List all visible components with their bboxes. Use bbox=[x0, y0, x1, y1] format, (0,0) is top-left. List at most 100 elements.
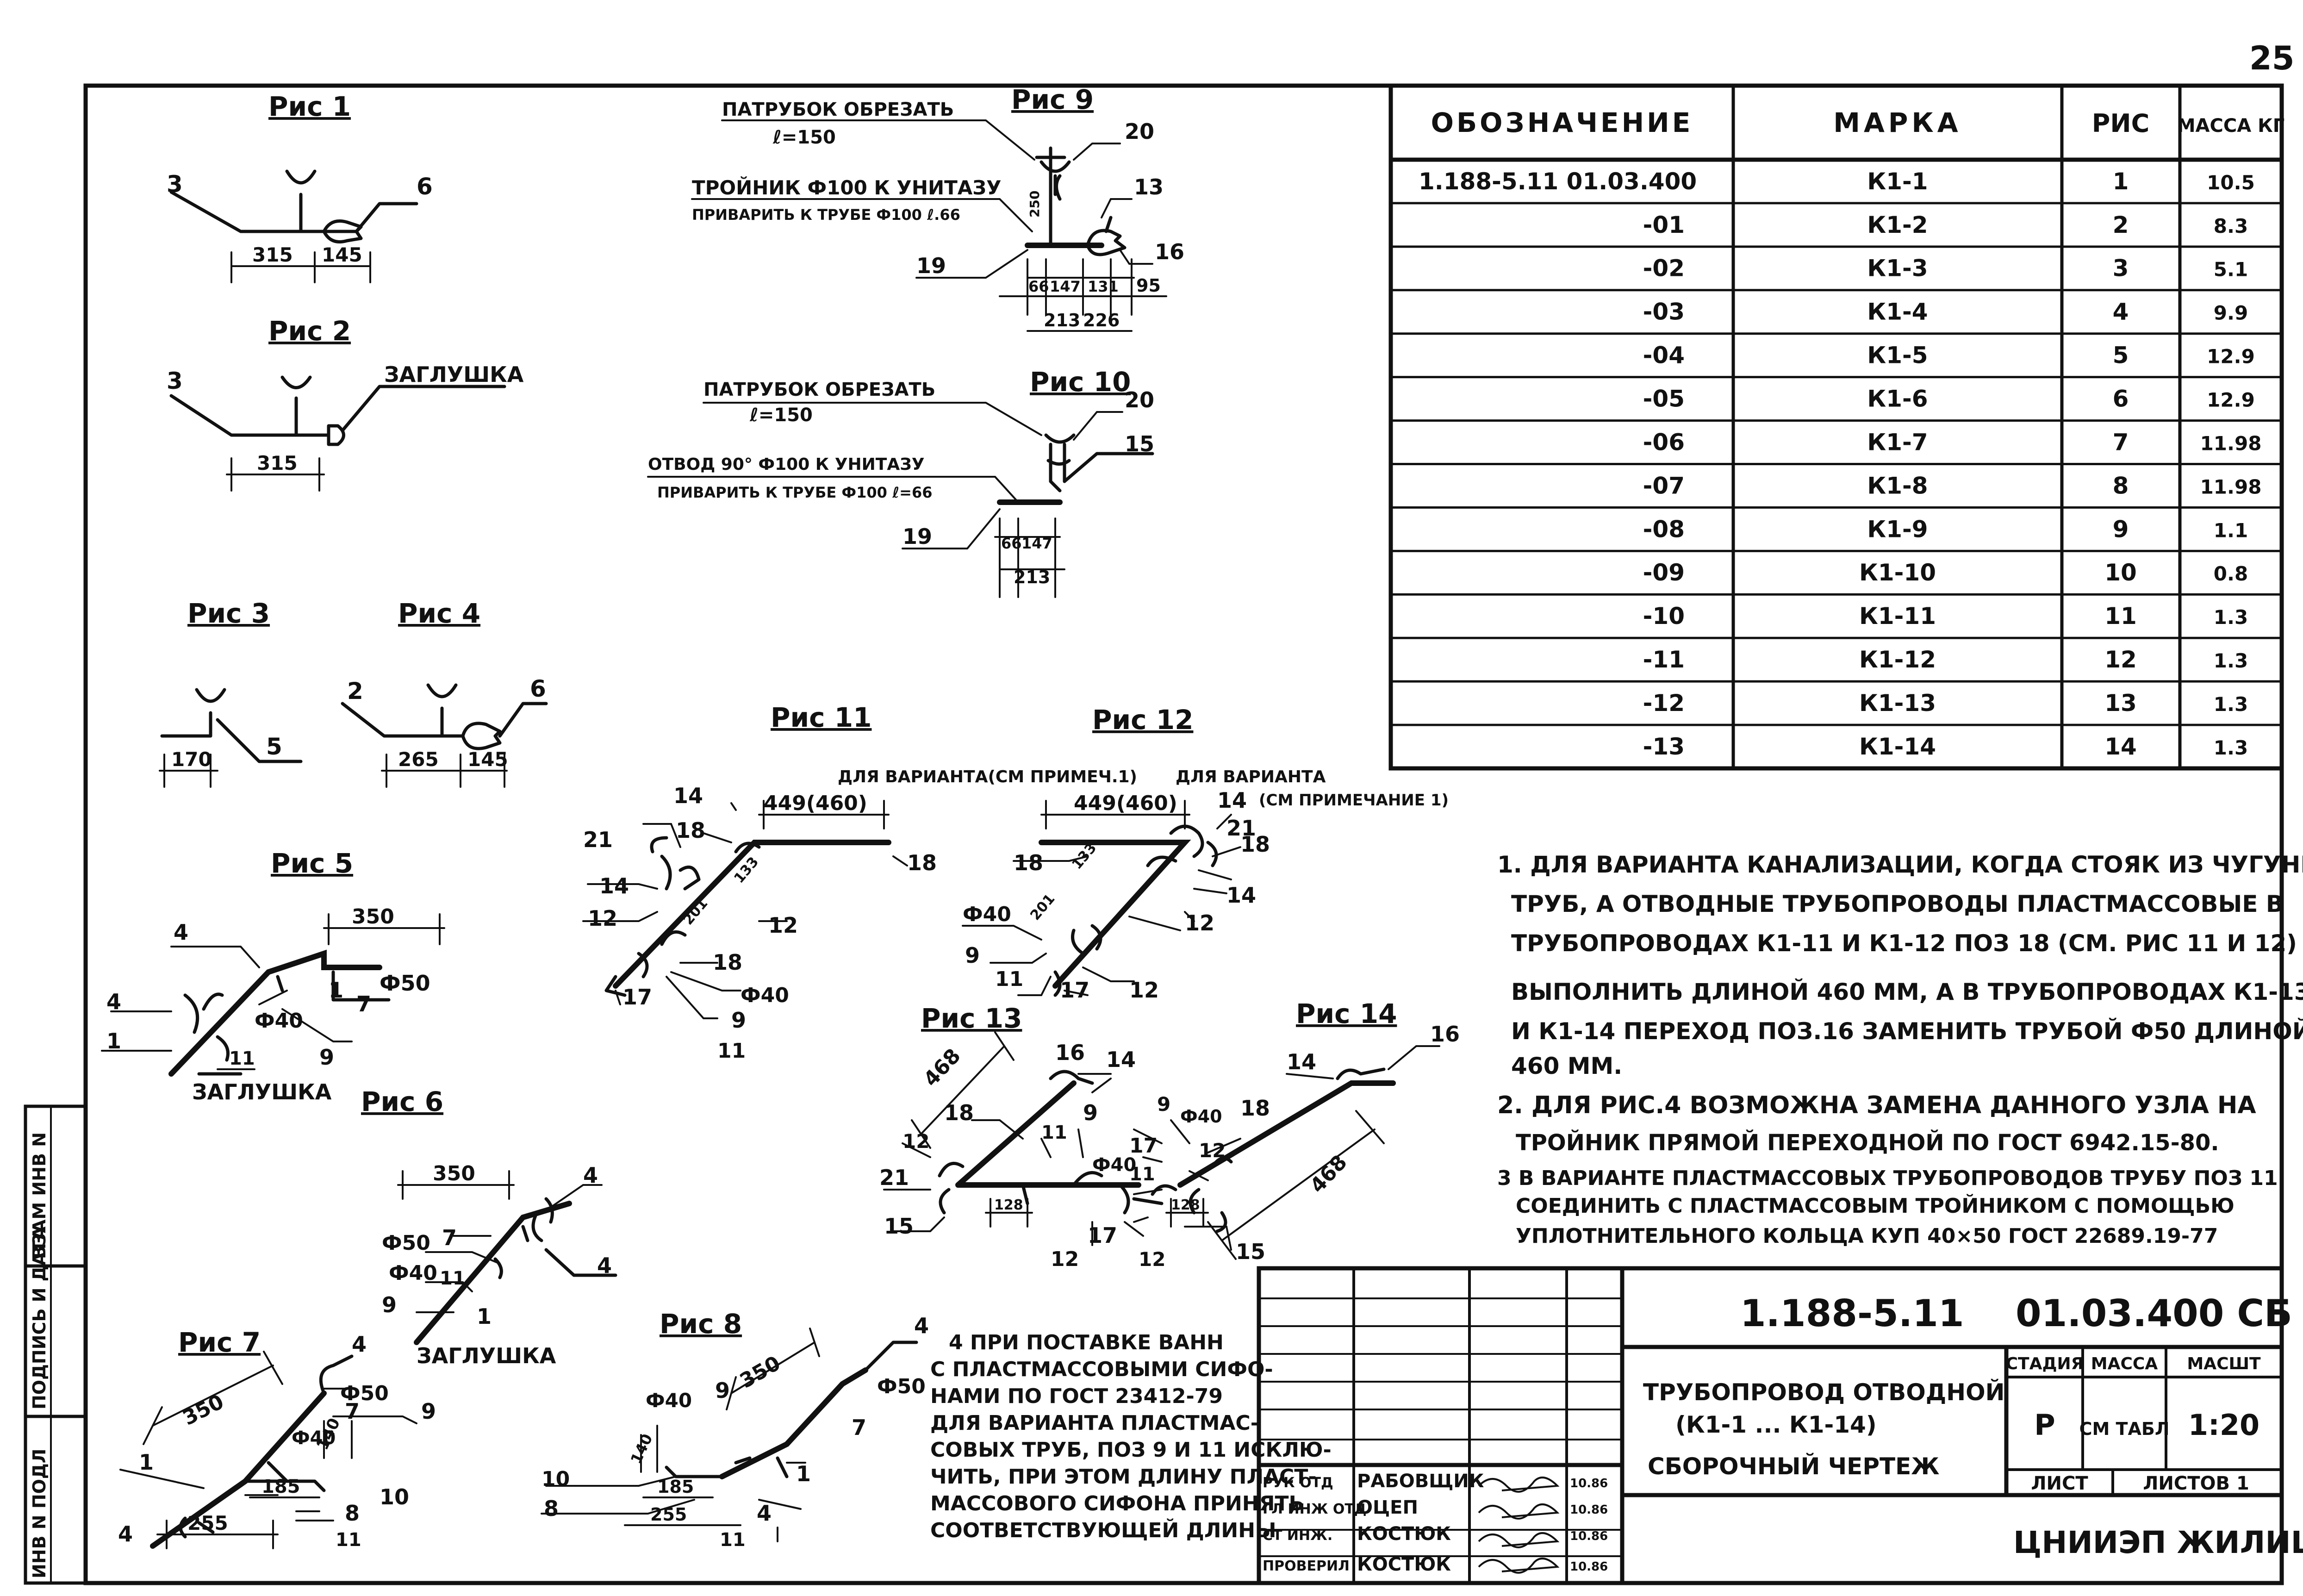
fig12-label-9: 9 bbox=[965, 943, 980, 968]
notes-block: 1. ДЛЯ ВАРИАНТА КАНАЛИЗАЦИИ, КОГДА СТОЯК… bbox=[1497, 851, 2303, 1248]
fig12-dim-201: 201 bbox=[1027, 891, 1058, 923]
fig11-label-12a: 12 bbox=[588, 906, 617, 931]
fig6-label-4b: 4 bbox=[597, 1253, 612, 1278]
fig10-label-otvod: ОТВОД 90° Ф100 К УНИТАЗУ bbox=[648, 455, 925, 474]
table-cell: К1-9 bbox=[1867, 516, 1928, 542]
table-cell: К1-6 bbox=[1867, 386, 1928, 412]
fig5-label-11: 11 bbox=[229, 1048, 255, 1069]
table-cell: 0.8 bbox=[2214, 562, 2248, 585]
fig7-title: Рис 7 bbox=[178, 1327, 261, 1358]
fig11-title: Рис 11 bbox=[771, 702, 871, 733]
note4-line: СОВЫХ ТРУБ, ПОЗ 9 И 11 ИСКЛЮ- bbox=[930, 1438, 1332, 1462]
fig14-label-14: 14 bbox=[1287, 1049, 1316, 1074]
table-cell: К1-7 bbox=[1867, 429, 1928, 455]
signer-cell: 10.86 bbox=[1570, 1529, 1608, 1543]
fig7-label-1: 1 bbox=[139, 1450, 154, 1475]
fig13-dim-468: 468 bbox=[919, 1044, 965, 1091]
fig10-label-15: 15 bbox=[1125, 431, 1154, 456]
fig13-label-11: 11 bbox=[1041, 1122, 1067, 1143]
table-cell: 14 bbox=[2104, 733, 2137, 760]
table-cell: -04 bbox=[1643, 342, 1685, 369]
note4-line: ЧИТЬ, ПРИ ЭТОМ ДЛИНУ ПЛАСТ- bbox=[930, 1465, 1317, 1489]
table-cell: 5.1 bbox=[2214, 258, 2248, 281]
fig6-label-f40: Ф40 bbox=[389, 1261, 437, 1285]
note-line: ТРУБОПРОВОДАХ К1-11 И К1-12 ПОЗ 18 (СМ. … bbox=[1511, 930, 2297, 957]
table-cell: 1.3 bbox=[2214, 736, 2248, 759]
fig10-dim-213: 213 bbox=[1014, 567, 1050, 587]
table-cell: К1-4 bbox=[1867, 299, 1928, 325]
fig11-label-17: 17 bbox=[622, 985, 652, 1010]
table-cell: 1 bbox=[2113, 168, 2129, 195]
fig9-dim-226: 226 bbox=[1083, 310, 1120, 330]
figure-10: Рис 10 ПАТРУБОК ОБРЕЗАТЬ ℓ=150 20 15 ОТВ… bbox=[647, 366, 1154, 598]
figure-12: Рис 12 ДЛЯ ВАРИАНТА (СМ ПРИМЕЧАНИЕ 1) 44… bbox=[962, 704, 1449, 1003]
fig12-label-variant: ДЛЯ ВАРИАНТА bbox=[1176, 767, 1326, 786]
note-line: ВЫПОЛНИТЬ ДЛИНОЙ 460 ММ, А В ТРУБОПРОВОД… bbox=[1511, 978, 2303, 1005]
fig13-label-f40: Ф40 bbox=[1092, 1154, 1136, 1176]
signer-cell: ГЛ ИНЖ ОТД bbox=[1263, 1501, 1367, 1517]
fig5-label-4b: 4 bbox=[106, 989, 121, 1014]
table-cell: К1-14 bbox=[1859, 733, 1936, 760]
table-cell: 8.3 bbox=[2214, 215, 2248, 237]
fig6-label-zaglushka: ЗАГЛУШКА bbox=[417, 1343, 556, 1368]
fig12-title: Рис 12 bbox=[1092, 704, 1193, 736]
fig11-label-9: 9 bbox=[731, 1008, 746, 1033]
fig8-label-1: 1 bbox=[796, 1461, 811, 1486]
stage-label: СТАДИЯ bbox=[2006, 1354, 2084, 1373]
figure-2: Рис 2 3 ЗАГЛУШКА 315 bbox=[167, 315, 524, 492]
fig12-label-11: 11 bbox=[995, 967, 1023, 991]
table-cell: 12.9 bbox=[2207, 389, 2255, 411]
fig4-label-2: 2 bbox=[347, 678, 363, 704]
note-line: СОЕДИНИТЬ С ПЛАСТМАССОВЫМ ТРОЙНИКОМ С ПО… bbox=[1516, 1193, 2235, 1218]
fig10-title: Рис 10 bbox=[1030, 366, 1131, 398]
fig11-dim-449: 449(460) bbox=[764, 792, 867, 815]
signer-cell: 10.86 bbox=[1570, 1477, 1608, 1490]
figure-13: Рис 13 468 16 14 12 18 9 21 11 Ф40 15 17… bbox=[879, 1003, 1144, 1271]
th-ris: РИС bbox=[2092, 109, 2149, 138]
table-cell: -07 bbox=[1643, 472, 1685, 499]
fig14-dim-128: 128 bbox=[1171, 1197, 1200, 1213]
fig3-dim-1: 170 bbox=[171, 748, 212, 771]
table-cell: -11 bbox=[1643, 646, 1685, 673]
fig9-label-13: 13 bbox=[1134, 175, 1164, 200]
table-cell: 6 bbox=[2113, 386, 2129, 412]
fig13-label-18: 18 bbox=[944, 1100, 974, 1125]
fig9-title: Рис 9 bbox=[1011, 84, 1094, 115]
table-cell: К1-10 bbox=[1859, 559, 1936, 586]
fig14-label-f40: Ф40 bbox=[1180, 1106, 1222, 1127]
table-cell: 4 bbox=[2113, 299, 2129, 325]
figure-7: Рис 7 350 4 Ф50 7 9 Ф40 1 10 8 4 11 140 … bbox=[118, 1327, 436, 1551]
table-cell: -02 bbox=[1643, 255, 1685, 282]
fig5-label-1a: 1 bbox=[329, 978, 343, 1003]
fig9-label-19: 19 bbox=[916, 253, 946, 278]
table-cell: К1-8 bbox=[1867, 472, 1928, 499]
fig14-label-15: 15 bbox=[1236, 1239, 1265, 1264]
fig10-dim-66: 66 bbox=[1001, 535, 1022, 552]
fig10-label-19: 19 bbox=[903, 524, 932, 549]
fig7-label-f40: Ф40 bbox=[292, 1428, 336, 1449]
signer-cell: СТ ИНЖ. bbox=[1263, 1527, 1332, 1544]
fig13-label-9: 9 bbox=[1083, 1100, 1098, 1125]
fig2-dim-1: 315 bbox=[257, 452, 298, 474]
fig8-label-4b: 4 bbox=[757, 1501, 772, 1526]
fig11-label-12b: 12 bbox=[768, 913, 798, 938]
fig5-dim-1: 350 bbox=[352, 905, 394, 929]
note4-line: СООТВЕТСТВУЮЩЕЙ ДЛИНЫ bbox=[930, 1518, 1276, 1542]
fig12-dim-449: 449(460) bbox=[1074, 792, 1177, 815]
fig3-label-5: 5 bbox=[266, 733, 282, 760]
fig11-label-18b: 18 bbox=[713, 950, 742, 975]
fig2-title: Рис 2 bbox=[268, 315, 351, 347]
note-line: 3 В ВАРИАНТЕ ПЛАСТМАССОВЫХ ТРУБОПРОВОДОВ… bbox=[1497, 1166, 2278, 1190]
table-cell: -08 bbox=[1643, 516, 1685, 542]
table-cell: 3 bbox=[2113, 255, 2129, 282]
note4-line: НАМИ ПО ГОСТ 23412-79 bbox=[930, 1384, 1223, 1408]
fig11-label-21: 21 bbox=[583, 827, 613, 852]
fig13-label-14: 14 bbox=[1106, 1047, 1136, 1072]
fig8-label-10: 10 bbox=[542, 1467, 570, 1491]
figure-8: Рис 8 350 4 Ф40 9 Ф50 7 10 8 1 4 11 140 … bbox=[541, 1308, 929, 1551]
note4-line: ДЛЯ ВАРИАНТА ПЛАСТМАС- bbox=[930, 1411, 1259, 1435]
doc-name-2: (К1-1 ... К1-14) bbox=[1675, 1411, 1877, 1438]
figure-14: Рис 14 468 14 16 9 Ф40 18 17 11 12 15 12… bbox=[1129, 998, 1460, 1271]
fig8-dim-140: 140 bbox=[627, 1431, 656, 1467]
